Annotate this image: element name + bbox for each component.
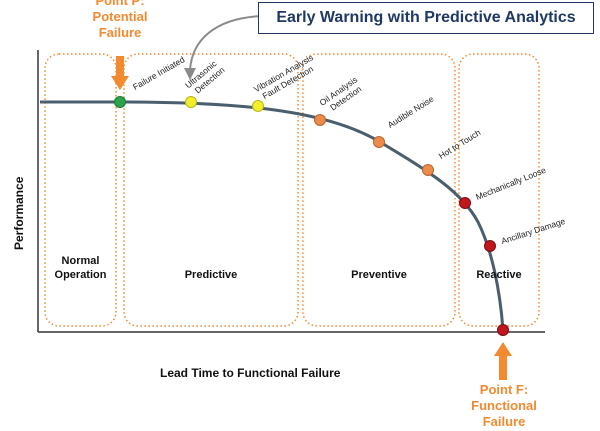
marker-vibration xyxy=(252,100,264,112)
point-f-line1: Point F: xyxy=(479,382,529,397)
point-p-line3: Failure xyxy=(98,25,142,40)
point-p-line1: Point P: xyxy=(95,0,145,8)
point-f-arrow-shaft xyxy=(499,356,507,380)
phase-normal-line2: Operation xyxy=(54,269,107,281)
phase-label-preventive: Preventive xyxy=(351,269,407,281)
point-f-line2: Functional xyxy=(471,398,537,413)
point-p-arrow-head xyxy=(111,76,129,90)
phase-box-predictive xyxy=(123,53,299,327)
marker-ancillary-damage xyxy=(484,240,496,252)
phase-label-reactive: Reactive xyxy=(476,269,522,281)
performance-curve xyxy=(40,100,505,331)
point-f-label: Point F: Functional Failure xyxy=(466,382,542,430)
point-p-line2: Potential xyxy=(92,9,148,24)
phase-label-normal: Normal Operation xyxy=(45,254,116,282)
phase-label-predictive: Predictive xyxy=(184,269,238,281)
phase-box-normal xyxy=(44,53,117,327)
y-axis-label: Performance xyxy=(12,176,26,250)
marker-mechanically-loose xyxy=(459,197,471,209)
x-axis-label: Lead Time to Functional Failure xyxy=(160,366,341,380)
point-f-line3: Failure xyxy=(482,414,526,429)
title-pointer-arrowhead xyxy=(184,68,196,80)
title-box: Early Warning with Predictive Analytics xyxy=(258,2,594,34)
marker-audible-noise xyxy=(373,136,385,148)
marker-oil-analysis xyxy=(314,114,326,126)
marker-hot-to-touch xyxy=(422,164,434,176)
point-p-arrow-shaft xyxy=(116,56,124,76)
marker-functional-failure xyxy=(497,324,509,336)
phase-normal-line1: Normal xyxy=(61,255,100,267)
page-title: Early Warning with Predictive Analytics xyxy=(276,9,576,26)
point-f-arrow-head xyxy=(494,342,512,356)
marker-ultrasonic xyxy=(185,96,197,108)
title-pointer-arrow xyxy=(189,15,263,71)
marker-failure-initiated xyxy=(114,96,126,108)
point-p-label: Point P: Potential Failure xyxy=(88,0,152,41)
